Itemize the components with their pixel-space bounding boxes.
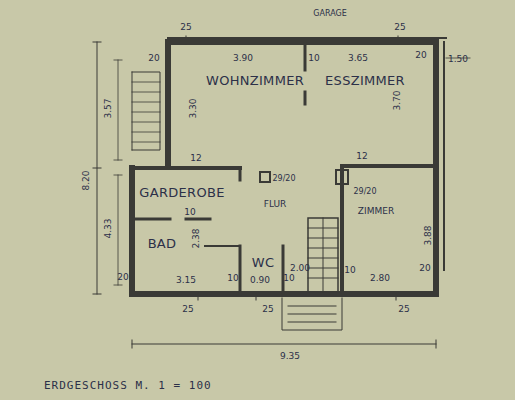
dimension-label: 3.65 [348, 54, 368, 63]
plan-title: ERDGESCHOSS M. 1 = 100 [44, 379, 212, 392]
dimension-label: 20 [419, 264, 430, 273]
dimension-label: 29/20 [353, 188, 376, 196]
dimension-label: 20 [148, 54, 159, 63]
dimension-label: 3.15 [176, 276, 196, 285]
room-name: GARDEROBE [139, 186, 224, 199]
dimension-label: 25 [262, 305, 273, 314]
dimension-label: 3.57 [103, 98, 112, 118]
dimension-label: 25 [394, 23, 405, 32]
dimension-label: 20 [117, 273, 128, 282]
dimension-label: 20 [415, 51, 426, 60]
dimension-label: 9.35 [280, 352, 300, 361]
dimension-label: 10 [344, 266, 355, 275]
dimension-label: 25 [182, 305, 193, 314]
dimension-label: 3.30 [188, 98, 197, 118]
dimension-label: ZIMMER [358, 207, 394, 216]
dimension-label: 8.20 [81, 170, 90, 190]
dimension-label: 10 [308, 54, 319, 63]
dimension-label: 12 [190, 154, 201, 163]
dimension-label: 12 [356, 152, 367, 161]
dimension-label: 10 [283, 274, 294, 283]
dimension-label: 2.00 [290, 264, 310, 273]
room-name: WOHNZIMMER [206, 74, 304, 87]
dimension-label: 0.90 [250, 276, 270, 285]
dimension-label: 3.88 [423, 225, 432, 245]
dimension-label: 10 [184, 208, 195, 217]
dimension-label: 3.70 [392, 90, 401, 110]
dimension-label: FLUR [264, 200, 287, 209]
room-name: ESSZIMMER [325, 74, 405, 87]
dimension-label: 3.90 [233, 54, 253, 63]
dimension-label: 10 [227, 274, 238, 283]
dimension-label: 2.80 [370, 274, 390, 283]
dimension-label: 25 [398, 305, 409, 314]
dimension-label: 2.38 [191, 228, 200, 248]
dimension-label: 25 [180, 23, 191, 32]
room-name: WC [252, 256, 275, 269]
dimension-label: 1.50 [448, 55, 468, 64]
dimension-label: 29/20 [272, 175, 295, 183]
dimension-label: GARAGE [313, 10, 347, 18]
room-name: BAD [148, 237, 177, 250]
dimension-label: 4.33 [103, 218, 112, 238]
